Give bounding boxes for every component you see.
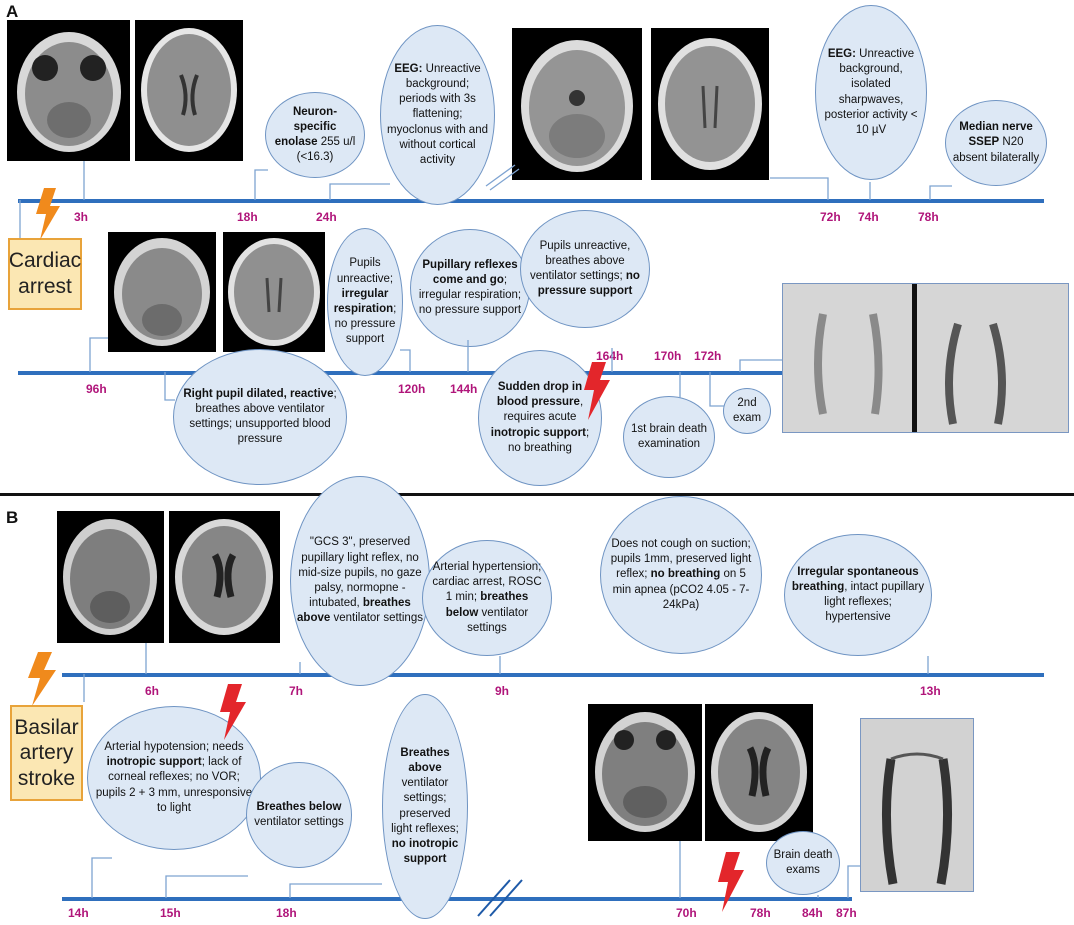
tick-label: 96h [86, 382, 107, 396]
ct-scan-image [135, 20, 243, 161]
tick-label: 172h [694, 349, 722, 363]
lightning-orange-icon [36, 188, 60, 240]
no-cough-bubble: Does not cough on suction; pupils 1mm, p… [600, 496, 762, 654]
timeline-a-row1 [18, 199, 1044, 203]
lightning-red-icon [718, 852, 744, 912]
ssep-bubble: Median nerve SSEP N20 absent bilaterally [945, 100, 1047, 186]
tick-label: 9h [495, 684, 510, 698]
spontaneous-breathing-bubble: Irregular spontaneous breathing, intact … [784, 534, 932, 656]
ct-scan-image [169, 511, 280, 643]
tick-label: 87h [836, 906, 857, 920]
tick-label: 6h [145, 684, 160, 698]
tick-label: 144h [450, 382, 478, 396]
nse-bubble: Neuron-specific enolase 255 u/l (<16.3) [265, 92, 365, 178]
ct-scan-image [7, 20, 130, 161]
tick-label: 70h [676, 906, 697, 920]
tick-label: 13h [920, 684, 941, 698]
gcs-bubble: "GCS 3", preserved pupillary light refle… [290, 476, 430, 686]
ct-scan-image [108, 232, 216, 352]
timeline-b-row2 [62, 897, 852, 901]
panel-b-letter: B [6, 508, 19, 527]
tick-label: 164h [596, 349, 624, 363]
tick-label: 78h [918, 210, 939, 224]
timeline-b-row1 [62, 673, 1044, 677]
first-brain-death-exam-bubble: 1st brain death examination [623, 396, 715, 478]
tick-label: 15h [160, 906, 181, 920]
eeg-bubble-2: EEG: Unreactive background, isolated sha… [815, 5, 927, 180]
ct-scan-image [57, 511, 164, 643]
right-pupil-bubble: Right pupil dilated, reactive; breathes … [173, 349, 347, 485]
basilar-artery-stroke-event: Basilar artery stroke [10, 705, 83, 801]
tick-label: 78h [750, 906, 771, 920]
breathes-above-bubble: Breathes above ventilator settings; pres… [382, 694, 468, 919]
pupillary-reflexes-bubble: Pupillary reflexes come and go; irregula… [410, 229, 530, 347]
eeg-bubble-1: EEG: Unreactive background; periods with… [380, 25, 495, 205]
irregular-respiration-bubble: Pupils unreactive; irregular respiration… [327, 228, 403, 376]
tick-label: 120h [398, 382, 426, 396]
pupils-unreactive-bubble: Pupils unreactive, breathes above ventil… [520, 210, 650, 328]
lightning-red-icon [584, 362, 610, 420]
ct-scan-image [651, 28, 769, 180]
ct-scan-image [705, 704, 813, 841]
panel-a-letter: A [6, 2, 19, 21]
lightning-red-icon [220, 684, 246, 740]
brain-death-exams-bubble: Brain death exams [766, 831, 840, 895]
angiography-image [860, 718, 974, 892]
tick-label: 14h [68, 906, 89, 920]
second-exam-bubble: 2nd exam [723, 388, 771, 434]
tick-label: 18h [237, 210, 258, 224]
breathes-below-bubble: Breathes below ventilator settings [246, 762, 352, 868]
blood-pressure-drop-bubble: Sudden drop in blood pressure, requires … [478, 350, 602, 486]
arterial-hypertension-bubble: Arterial hypertension; cardiac arrest, R… [422, 540, 552, 656]
tick-label: 72h [820, 210, 841, 224]
tick-label: 18h [276, 906, 297, 920]
lightning-orange-icon [28, 652, 56, 706]
angiography-image [782, 283, 1069, 433]
tick-label: 170h [654, 349, 682, 363]
ct-scan-image [512, 28, 642, 180]
cardiac-arrest-event: Cardiac arrest [8, 238, 82, 310]
panel-separator [0, 493, 1074, 496]
tick-label: 74h [858, 210, 879, 224]
tick-label: 7h [289, 684, 304, 698]
tick-label: 84h [802, 906, 823, 920]
ct-scan-image [588, 704, 702, 841]
ct-scan-image [223, 232, 325, 352]
tick-label: 3h [74, 210, 89, 224]
arterial-hypotension-bubble: Arterial hypotension; needs inotropic su… [87, 706, 261, 850]
tick-label: 24h [316, 210, 337, 224]
